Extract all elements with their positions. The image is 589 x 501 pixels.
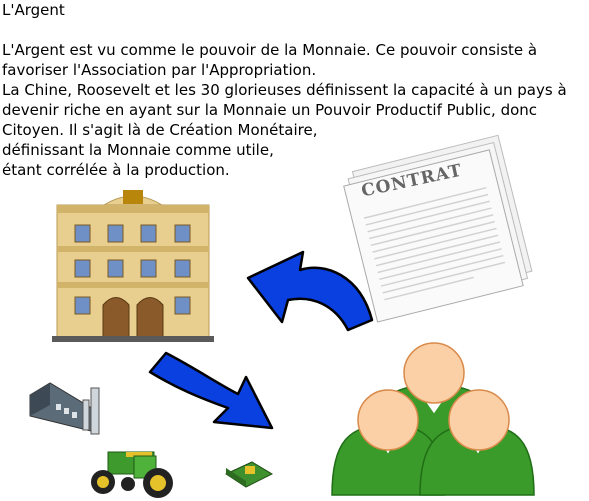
bank-building-icon <box>52 190 214 342</box>
money-bundle-icon <box>224 461 274 488</box>
text-block: L'Argent L'Argent est vu comme le pouvoi… <box>2 0 588 180</box>
tractor-icon <box>91 451 173 498</box>
people-group-icon <box>331 342 535 496</box>
factory-icon <box>29 382 100 435</box>
paragraph-2: La Chine, Roosevelt et les 30 glorieuses… <box>2 81 567 179</box>
paragraph-1: L'Argent est vu comme le pouvoir de la M… <box>2 41 538 79</box>
page-title: L'Argent <box>2 1 65 19</box>
contract-document-icon: CONTRAT <box>343 134 533 323</box>
curved-arrow-icon <box>246 250 374 332</box>
curved-arrow-icon <box>148 351 274 430</box>
